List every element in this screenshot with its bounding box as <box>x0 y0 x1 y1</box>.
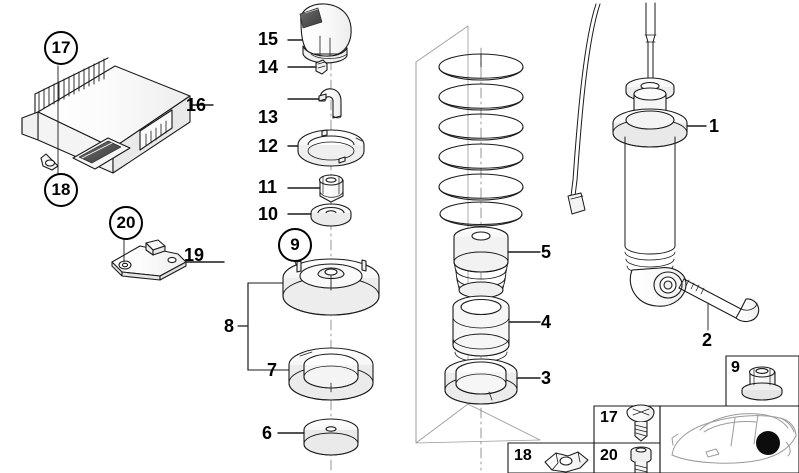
callout-label-4[interactable]: 4 <box>541 312 552 332</box>
callout-label-19[interactable]: 19 <box>184 245 205 265</box>
inset-label-18: 18 <box>514 447 532 464</box>
bearing-ring-drawing <box>247 347 374 401</box>
group-outline-box <box>415 25 541 444</box>
callout-label-15[interactable]: 15 <box>258 29 279 49</box>
callout-label-1[interactable]: 1 <box>709 116 720 136</box>
callout-label-2[interactable]: 2 <box>702 330 713 350</box>
inset-box-frames <box>507 355 799 473</box>
callout-label-12[interactable]: 12 <box>258 136 279 156</box>
callout-label-13[interactable]: 13 <box>258 107 279 127</box>
inset-vehicle-drawing <box>671 413 797 464</box>
inset-bolt-drawing <box>630 446 652 473</box>
inset-label-17: 17 <box>600 409 618 426</box>
protective-tube-drawing <box>452 295 541 363</box>
callout-label-6[interactable]: 6 <box>262 423 273 443</box>
control-unit-drawing <box>21 57 214 186</box>
shock-absorber-drawing <box>612 2 707 307</box>
support-disc-drawing <box>277 418 359 456</box>
callout-label-10[interactable]: 10 <box>258 204 279 224</box>
sensor-bracket-drawing <box>111 221 225 281</box>
lower-spring-pad-drawing <box>444 358 541 405</box>
callout-circle-17[interactable]: 17 <box>44 31 78 65</box>
callout-label-11[interactable]: 11 <box>258 177 278 197</box>
sensor-cable-drawing <box>567 3 601 215</box>
group-bracket-8 <box>237 282 249 371</box>
inset-bracket-drawing <box>544 451 589 473</box>
callout-label-16[interactable]: 16 <box>186 95 207 115</box>
vehicle-location-marker <box>756 431 780 455</box>
inset-screw-drawing <box>626 404 655 442</box>
callout-label-5[interactable]: 5 <box>541 242 552 262</box>
hook-clip-drawing <box>287 88 342 119</box>
inset-label-20: 20 <box>600 447 618 464</box>
callout-label-7[interactable]: 7 <box>267 360 278 380</box>
bump-stop-drawing <box>453 226 541 299</box>
cover-cap-drawing <box>287 3 352 64</box>
callout-label-14[interactable]: 14 <box>258 57 279 77</box>
cover-ring-drawing <box>287 129 365 167</box>
retaining-clip-drawing <box>287 59 328 75</box>
callout-circle-9[interactable]: 9 <box>278 228 312 262</box>
inset-label-9: 9 <box>731 359 740 376</box>
callout-label-3[interactable]: 3 <box>541 368 552 388</box>
hex-nut-drawing <box>287 174 344 203</box>
washer-drawing <box>287 203 352 227</box>
mounting-bolt-drawing <box>678 278 760 331</box>
callout-label-8[interactable]: 8 <box>224 316 235 336</box>
strut-mount-drawing <box>247 257 380 316</box>
callout-circle-20[interactable]: 20 <box>109 206 143 240</box>
coil-spring-drawing <box>438 53 524 227</box>
inset-flange-nut-drawing <box>741 366 783 401</box>
callout-circle-18[interactable]: 18 <box>44 173 78 207</box>
